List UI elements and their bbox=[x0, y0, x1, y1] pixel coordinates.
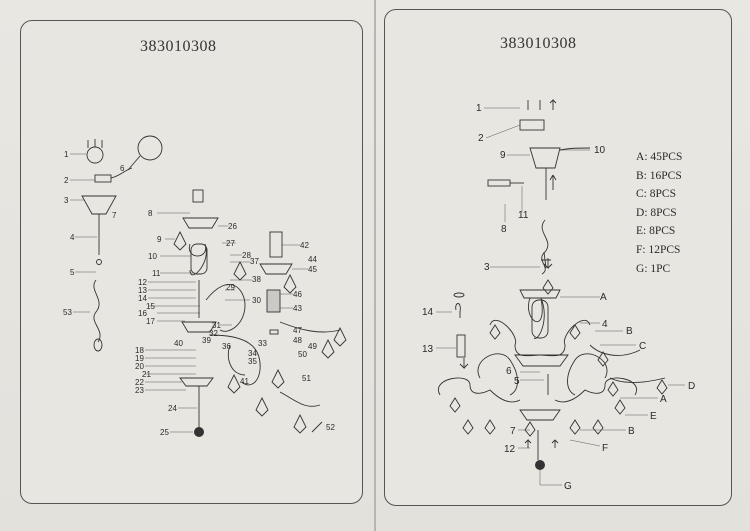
callout-left-21: 21 bbox=[142, 370, 151, 379]
legend-row-c: C: 8PCS bbox=[636, 188, 676, 201]
callout-right-6: 6 bbox=[506, 366, 512, 377]
callout-left-34: 34 bbox=[248, 349, 257, 358]
callout-right-11: 11 bbox=[518, 210, 529, 221]
callout-left-51: 51 bbox=[302, 374, 311, 383]
letter-right-b-1: B bbox=[626, 326, 633, 337]
callout-left-39: 39 bbox=[202, 336, 211, 345]
callout-left-50: 50 bbox=[298, 350, 307, 359]
legend-row-g: G: 1PC bbox=[636, 262, 671, 275]
callout-left-47: 47 bbox=[293, 326, 302, 335]
callout-left-8: 8 bbox=[148, 209, 153, 218]
letter-right-a-2: A bbox=[660, 394, 667, 405]
callout-left-32: 32 bbox=[209, 329, 218, 338]
letter-right-f: F bbox=[602, 443, 608, 454]
callout-right-8: 8 bbox=[501, 224, 507, 235]
page-fold bbox=[374, 0, 376, 531]
callout-left-23: 23 bbox=[135, 386, 144, 395]
callout-left-49: 49 bbox=[308, 342, 317, 351]
callout-left-11: 11 bbox=[152, 269, 161, 278]
callout-left-53: 53 bbox=[63, 308, 72, 317]
legend-row-e: E: 8PCS bbox=[636, 225, 676, 238]
callout-left-43: 43 bbox=[293, 304, 302, 313]
callout-left-7: 7 bbox=[112, 211, 117, 220]
callout-right-4: 4 bbox=[602, 319, 608, 330]
callout-left-35: 35 bbox=[248, 357, 257, 366]
callout-left-14: 14 bbox=[138, 294, 147, 303]
callout-left-13: 13 bbox=[138, 286, 147, 295]
right-model-number: 383010308 bbox=[500, 35, 577, 52]
callout-left-16: 16 bbox=[138, 309, 147, 318]
legend-row-f: F: 12PCS bbox=[636, 243, 681, 256]
callout-left-36: 36 bbox=[222, 342, 231, 351]
callout-left-2: 2 bbox=[64, 176, 69, 185]
callout-left-19: 19 bbox=[135, 354, 144, 363]
callout-right-14: 14 bbox=[422, 307, 434, 318]
callout-left-3: 3 bbox=[64, 196, 69, 205]
letter-right-c: C bbox=[639, 341, 646, 352]
callout-left-22: 22 bbox=[135, 378, 144, 387]
callout-left-27: 27 bbox=[226, 239, 235, 248]
callout-left-45: 45 bbox=[308, 265, 317, 274]
callout-left-31: 31 bbox=[212, 321, 221, 330]
letter-right-b-2: B bbox=[628, 426, 635, 437]
left-model-number: 383010308 bbox=[140, 38, 217, 55]
callout-left-12: 12 bbox=[138, 278, 147, 287]
callout-left-24: 24 bbox=[168, 404, 177, 413]
left-panel bbox=[20, 20, 363, 504]
callout-left-46: 46 bbox=[293, 290, 302, 299]
letter-right-g: G bbox=[564, 481, 572, 492]
callout-right-1: 1 bbox=[476, 103, 482, 114]
callout-left-44: 44 bbox=[308, 255, 317, 264]
callout-left-10: 10 bbox=[148, 252, 157, 261]
callout-right-7: 7 bbox=[510, 426, 516, 437]
callout-right-9: 9 bbox=[500, 150, 506, 161]
callout-left-20: 20 bbox=[135, 362, 144, 371]
callout-left-33: 33 bbox=[258, 339, 267, 348]
callout-left-38: 38 bbox=[252, 275, 261, 284]
callout-left-9: 9 bbox=[157, 235, 162, 244]
callout-right-13: 13 bbox=[422, 344, 434, 355]
callout-left-52: 52 bbox=[326, 423, 335, 432]
callout-left-5: 5 bbox=[70, 268, 75, 277]
callout-right-12: 12 bbox=[504, 444, 516, 455]
callout-left-25: 25 bbox=[160, 428, 169, 437]
legend-row-b: B: 16PCS bbox=[636, 169, 682, 182]
callout-left-17: 17 bbox=[146, 317, 155, 326]
letter-right-d: D bbox=[688, 381, 695, 392]
callout-right-10: 10 bbox=[594, 145, 606, 156]
legend-row-a: A: 45PCS bbox=[636, 151, 683, 163]
callout-left-6: 6 bbox=[120, 164, 125, 173]
callout-left-29: 29 bbox=[226, 283, 235, 292]
callout-left-15: 15 bbox=[146, 302, 155, 311]
callout-left-28: 28 bbox=[242, 251, 251, 260]
legend-row-d: D: 8PCS bbox=[636, 206, 677, 219]
callout-right-2: 2 bbox=[478, 133, 484, 144]
callout-right-3: 3 bbox=[484, 262, 490, 273]
callout-left-30: 30 bbox=[252, 296, 261, 305]
callout-right-5: 5 bbox=[514, 376, 520, 387]
callout-left-37: 37 bbox=[250, 257, 259, 266]
callout-left-42: 42 bbox=[300, 241, 309, 250]
letter-right-a-1: A bbox=[600, 292, 607, 303]
right-panel bbox=[384, 9, 732, 506]
callout-left-1: 1 bbox=[64, 150, 69, 159]
callout-left-18: 18 bbox=[135, 346, 144, 355]
letter-right-e: E bbox=[650, 411, 657, 422]
callout-left-26: 26 bbox=[228, 222, 237, 231]
callout-left-48: 48 bbox=[293, 336, 302, 345]
callout-left-40: 40 bbox=[174, 339, 183, 348]
callout-left-41: 41 bbox=[240, 377, 249, 386]
callout-left-4: 4 bbox=[70, 233, 75, 242]
parts-legend: A: 45PCS B: 16PCS C: 8PCS D: 8PCS E: 8PC… bbox=[636, 148, 682, 278]
